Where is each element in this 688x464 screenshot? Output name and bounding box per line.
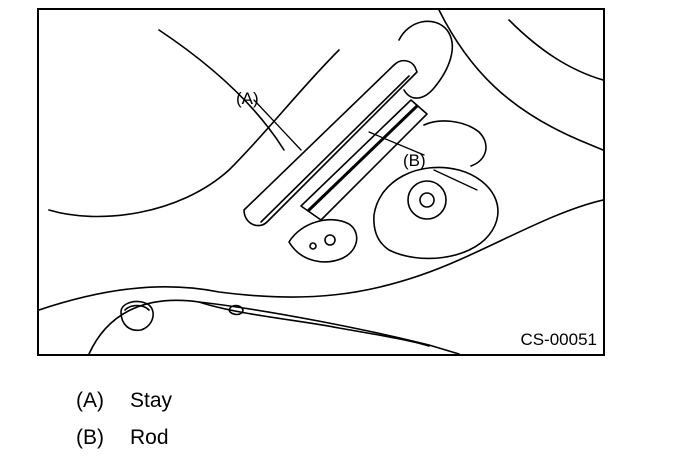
small-hole	[228, 304, 244, 316]
engine-bay-illustration	[39, 10, 603, 354]
rod-shadow	[307, 104, 419, 212]
legend-label: Rod	[130, 426, 169, 449]
stay-bracket	[243, 59, 418, 227]
outline-left-panel	[48, 49, 340, 218]
bolt-head	[407, 180, 447, 220]
legend-key: (B)	[76, 426, 104, 449]
rod-part	[300, 99, 428, 221]
callout-a: (A)	[236, 89, 259, 108]
outline-lower-body	[39, 199, 603, 311]
upper-hose	[398, 20, 454, 99]
drain-plug-top	[124, 304, 150, 311]
diagram-figure: (A) (B) CS-00051	[37, 8, 605, 356]
arm-piece	[423, 120, 487, 167]
outline-bottom-inner	[198, 301, 430, 347]
mount-bracket	[288, 218, 358, 263]
mount-hole-small	[309, 242, 317, 250]
legend-item-b: (B) Rod	[76, 427, 169, 448]
drain-plug	[120, 300, 154, 332]
outline-upper-right	[438, 10, 603, 151]
leader-line-b2	[433, 169, 478, 191]
outline-right-curve	[508, 19, 603, 81]
engine-mount-body	[373, 166, 499, 260]
stay-inner-edge	[260, 75, 410, 223]
legend-key: (A)	[76, 389, 104, 412]
mount-hole	[324, 234, 336, 246]
legend-item-a: (A) Stay	[76, 390, 172, 411]
legend-label: Stay	[130, 389, 173, 412]
outline-bottom-frame	[88, 299, 460, 354]
leader-line-b	[368, 131, 425, 156]
callout-b: (B)	[403, 151, 426, 170]
figure-code: CS-00051	[520, 330, 597, 349]
leader-line-a	[253, 99, 302, 151]
bolt-center	[419, 192, 435, 208]
outline-upper-left	[158, 29, 285, 151]
